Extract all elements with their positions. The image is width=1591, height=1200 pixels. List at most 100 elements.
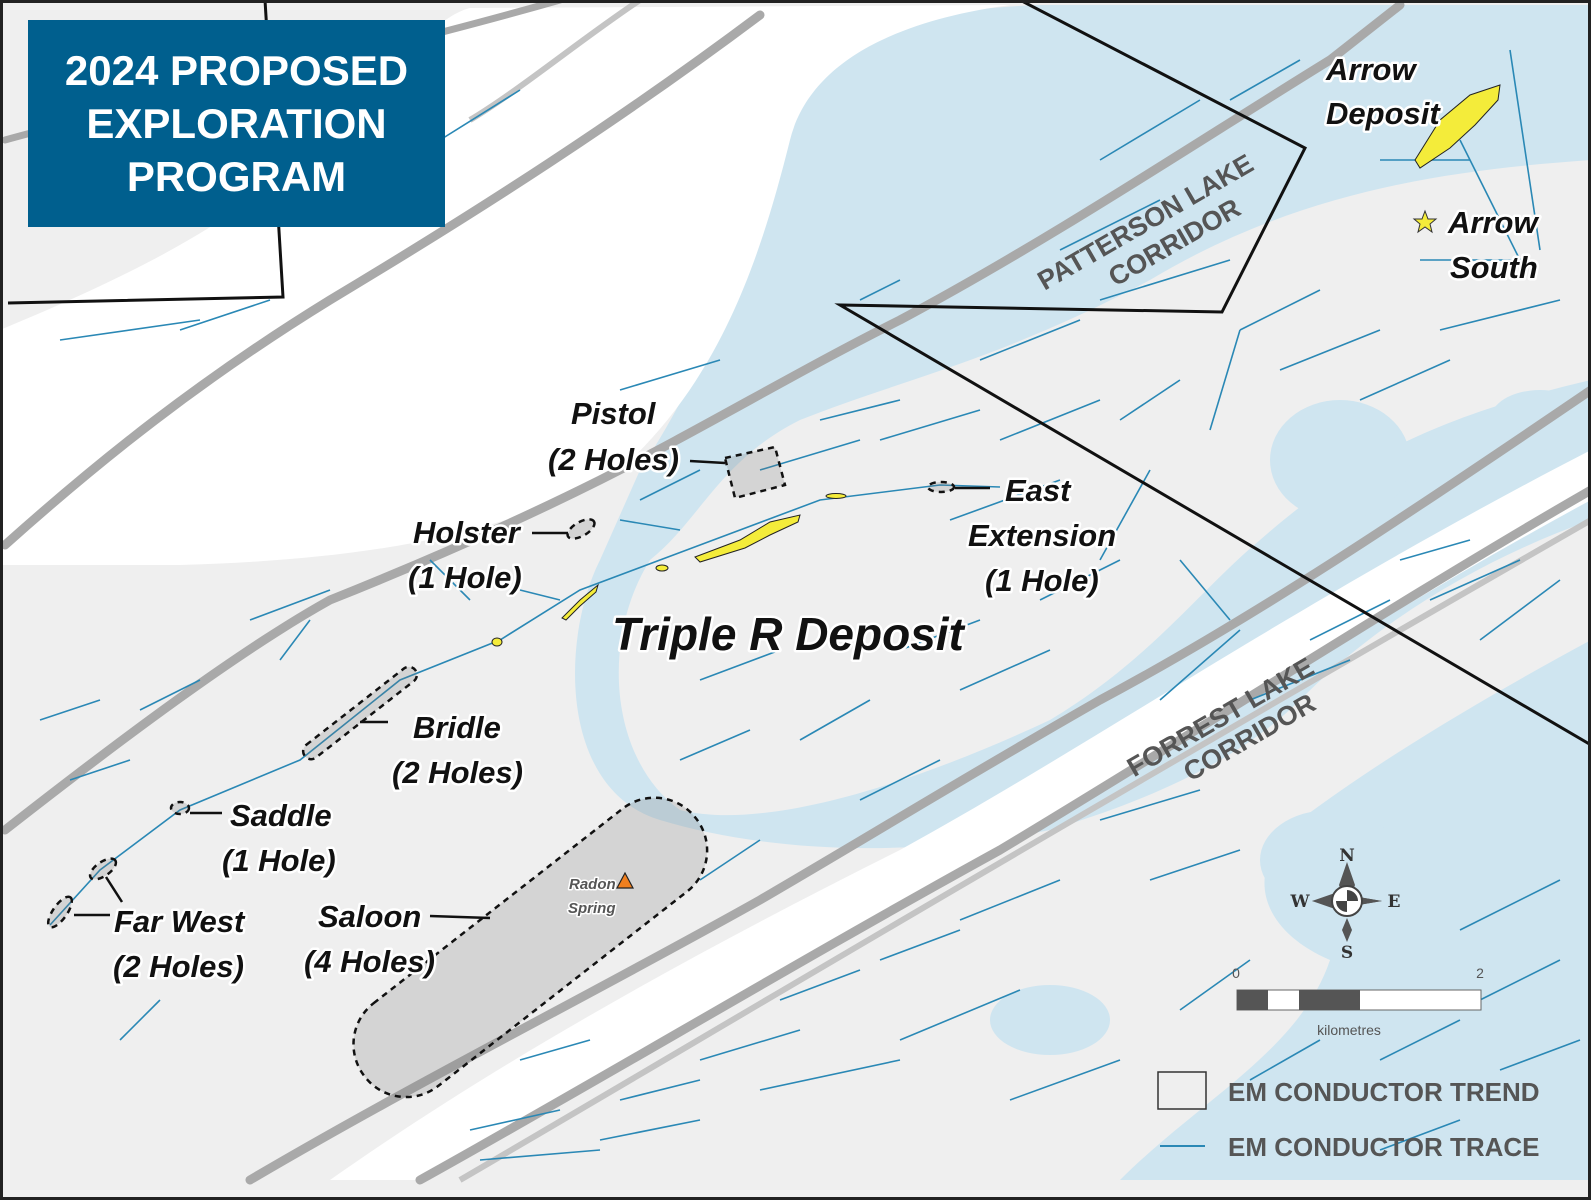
em-conductor-trace (1249, 1039, 1321, 1081)
em-conductor-trace (1509, 49, 1541, 251)
spring-label: Spring (568, 900, 616, 917)
arrow-deposit-shape (1414, 84, 1501, 169)
em-conductor-trace (119, 999, 161, 1041)
em-conductor-trace (979, 319, 1081, 361)
compass-w: W (1289, 892, 1310, 912)
em-conductor-trace (59, 319, 201, 341)
title-line-1: 2024 PROPOSED (64, 47, 409, 94)
em-conductor-trace (859, 759, 941, 801)
em-conductor-trace (1159, 629, 1241, 701)
far-west-target-area-2 (46, 895, 74, 929)
em-conductor-trace (619, 519, 681, 531)
em-conductor-trace (1099, 469, 1151, 561)
em-conductor-trace (1249, 659, 1351, 701)
em-conductor-trace (1279, 329, 1381, 371)
bridle-target-area (301, 665, 419, 761)
compass-e: E (1388, 892, 1401, 912)
east-extension-holes: (1 Hole) (985, 563, 1099, 598)
em-conductor-trace (1209, 329, 1241, 431)
em-conductor-trace (619, 359, 721, 391)
pistol-holes: (2 Holes) (548, 442, 679, 477)
holster-label: Holster (413, 515, 522, 550)
em-conductor-trace (1439, 299, 1561, 331)
far-west-label: Far West (114, 904, 246, 939)
em-conductor-trace (479, 1149, 601, 1161)
em-conductor-trace (819, 399, 901, 421)
arrow-south-star-icon (1412, 209, 1438, 234)
compass-s: S (1341, 943, 1353, 963)
radon-spring-triangle-icon (616, 871, 634, 889)
legend-trace-label: EM CONDUCTOR TRACE (1228, 1132, 1540, 1162)
saddle-target-area (169, 800, 191, 816)
em-conductor-trace (639, 469, 701, 501)
em-conductor-trace (699, 839, 761, 881)
east-extension-label: East (1005, 473, 1072, 508)
em-conductor-trace (949, 479, 1061, 521)
scale-min: 0 (1232, 965, 1240, 981)
em-conductor-trace (1179, 959, 1251, 1011)
em-conductor-trace (179, 299, 271, 331)
holster-holes: (1 Hole) (408, 560, 522, 595)
em-conductor-trace (1229, 59, 1301, 101)
pistol-label: Pistol (571, 396, 657, 431)
em-conductor-trace (859, 279, 901, 301)
legend-trend-swatch (1157, 1071, 1207, 1110)
target-areas (46, 445, 956, 1099)
em-conductor-trace (1399, 539, 1471, 561)
em-conductor-trace (249, 589, 331, 621)
arrow-south-label-2: South (1450, 250, 1538, 285)
river-band-north (0, 5, 1010, 565)
title-line-2: EXPLORATION (86, 100, 387, 147)
em-conductor-trace (779, 969, 861, 1001)
far-west-holes: (2 Holes) (113, 949, 244, 984)
em-conductor-trace (1149, 849, 1241, 881)
em-conductor-trace (1309, 599, 1391, 641)
em-conductor-trace (1499, 1039, 1581, 1071)
far-west-target-area-1 (88, 857, 118, 881)
em-conductor-trace (1359, 359, 1451, 401)
holster-target-area (566, 518, 596, 540)
em-conductor-trace (429, 559, 471, 601)
em-conductor-trace (69, 759, 131, 781)
arrow-deposit-label: Arrow (1325, 52, 1417, 87)
em-conductor-trace (759, 439, 861, 471)
compass-n: N (1339, 846, 1355, 866)
saloon-target-area (352, 796, 709, 1099)
em-conductor-trace (899, 989, 1021, 1041)
scale-max: 2 (1476, 965, 1484, 981)
em-conductor-trace (1459, 879, 1561, 931)
em-conductor-trace (999, 399, 1101, 441)
em-conductor-trace (619, 1079, 701, 1101)
em-conductor-trace (599, 1119, 701, 1141)
em-conductor-trace (1479, 579, 1561, 641)
east-extension-label-2: Extension (968, 518, 1116, 553)
title-line-3: PROGRAM (126, 153, 347, 200)
em-conductor-trace (1179, 559, 1231, 621)
em-conductor-trace (1119, 379, 1181, 421)
triple-r-west-shape (561, 583, 599, 621)
em-conductor-trace (959, 879, 1061, 921)
saloon-holes: (4 Holes) (304, 944, 435, 979)
east-extension-target-area (926, 480, 956, 494)
em-conductor-trace (139, 679, 201, 711)
em-conductor-trace (879, 929, 961, 961)
bridle-holes: (2 Holes) (392, 755, 523, 790)
arrow-deposit-label-2: Deposit (1326, 96, 1441, 131)
radon-label: Radon (569, 876, 616, 893)
legend: EM CONDUCTOR TREND EM CONDUCTOR TRACE (1157, 1071, 1540, 1162)
em-conductor-trace (469, 1109, 561, 1131)
em-conductor-trace (39, 699, 101, 721)
em-conductor-trace (1039, 559, 1121, 601)
em-conductor-trace (759, 1059, 901, 1091)
bridle-label: Bridle (413, 710, 501, 745)
river-band-south (330, 450, 1591, 1180)
deposit-shapes (491, 84, 1501, 647)
saddle-label: Saddle (230, 798, 332, 833)
em-conductor-trace (1479, 959, 1561, 1001)
scale-bar: 0 2 kilometres (1232, 965, 1484, 1038)
legend-trend-label: EM CONDUCTOR TREND (1228, 1077, 1540, 1107)
em-conductor-trace (279, 619, 311, 661)
arrow-south-label: Arrow (1447, 205, 1539, 240)
